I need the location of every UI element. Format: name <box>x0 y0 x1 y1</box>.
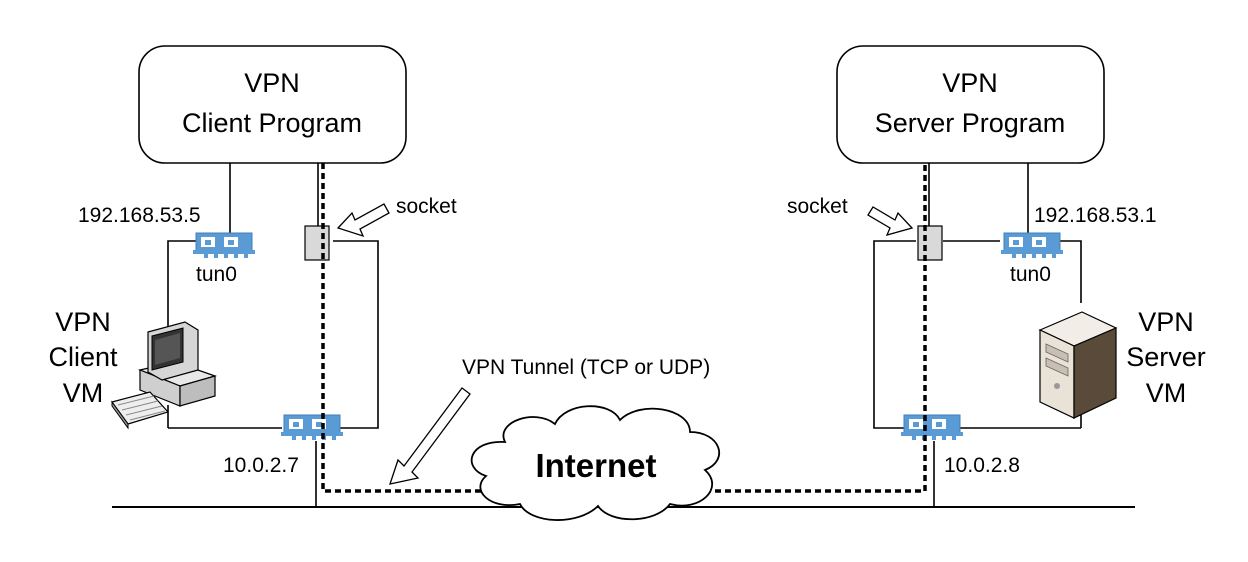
server-side: VPN Server Program 192.168.53.1 tun0 soc… <box>787 45 1206 507</box>
client-tun0-nic-icon <box>192 232 256 259</box>
client-vm-box <box>167 240 198 330</box>
internet-label: Internet <box>535 447 656 484</box>
server-program-label-1: VPN <box>942 68 998 98</box>
client-tun-name: tun0 <box>196 263 237 286</box>
server-eth-nic-icon <box>900 414 964 441</box>
client-eth-nic-icon <box>280 414 344 441</box>
client-vm-box-right <box>333 240 379 429</box>
server-icon <box>1038 311 1118 419</box>
vpn-tunnel-label: VPN Tunnel (TCP or UDP) <box>462 356 710 379</box>
server-vm-label-2: Server <box>1126 342 1206 372</box>
server-vm-box-left <box>873 240 916 429</box>
client-tun-ip: 192.168.53.5 <box>78 204 201 227</box>
server-vm-label-1: VPN <box>1138 307 1194 337</box>
server-socket-arrow-icon <box>867 206 914 236</box>
server-program-label-2: Server Program <box>875 108 1066 138</box>
vpn-tunnel-arrow-icon <box>389 387 471 485</box>
server-eth-ip: 10.0.2.8 <box>944 454 1020 477</box>
client-vm-label-3: VM <box>63 378 104 408</box>
server-tun0-nic-icon <box>1000 232 1064 259</box>
vpn-tunnel-path <box>321 163 927 493</box>
client-program-box <box>138 45 407 164</box>
server-socket-label: socket <box>787 195 848 218</box>
server-tun-name: tun0 <box>1010 263 1051 286</box>
client-program-label-1: VPN <box>244 68 300 98</box>
server-tun-ip: 192.168.53.1 <box>1034 204 1157 227</box>
client-side: VPN Client Program 192.168.53.5 tun0 soc… <box>48 45 457 507</box>
client-vm-label-1: VPN <box>55 307 111 337</box>
client-socket-arrow-icon <box>336 203 390 238</box>
server-vm-label-3: VM <box>1146 378 1187 408</box>
server-socket-icon <box>917 225 943 261</box>
internet-cloud-icon <box>470 405 721 521</box>
server-vm-box-right <box>1058 240 1082 303</box>
client-program-label-2: Client Program <box>182 108 362 138</box>
computer-icon <box>110 321 217 430</box>
client-socket-icon <box>304 225 330 261</box>
client-vm-label-2: Client <box>48 342 118 372</box>
server-program-box <box>836 45 1105 164</box>
client-eth-ip: 10.0.2.7 <box>223 454 299 477</box>
client-socket-label: socket <box>396 195 457 218</box>
